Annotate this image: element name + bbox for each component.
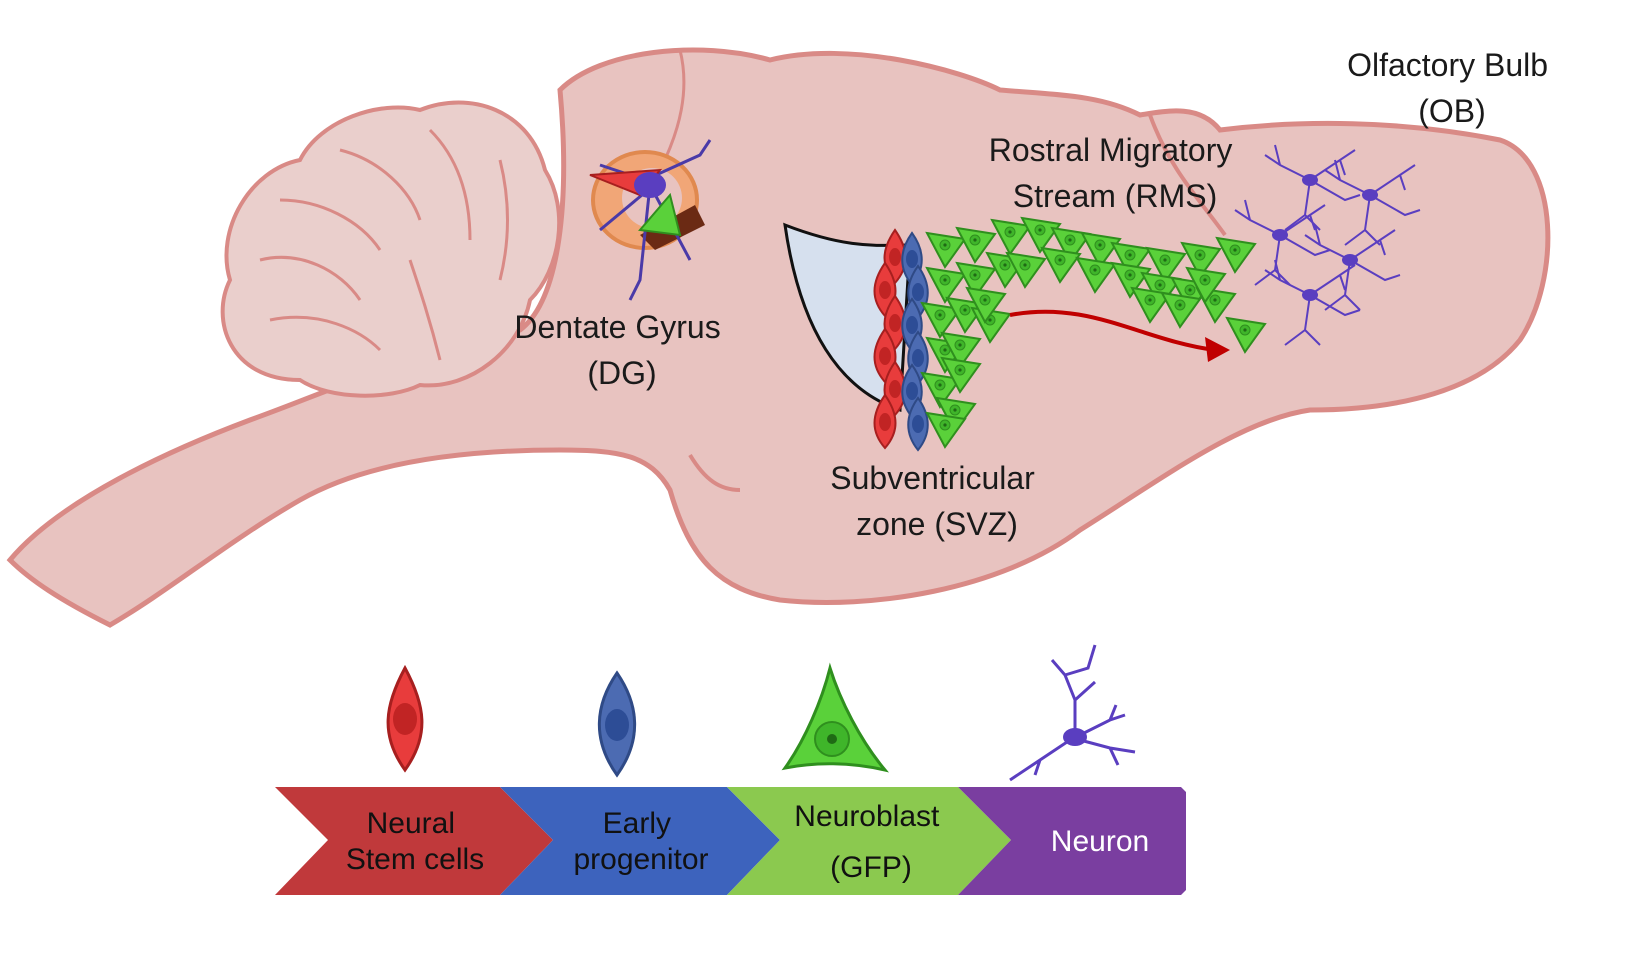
rms-neuroblast-dot [988,318,992,322]
rms-neuroblast-dot [958,343,962,347]
svz-progenitor-nucleus [906,382,918,400]
olfactory-bulb-label: Olfactory Bulb (OB) [1347,47,1557,129]
rms-neuroblast-stream [920,216,1267,449]
rms-neuroblast-dot [1148,298,1152,302]
olfactory-bulb-line-1: Olfactory Bulb [1347,47,1548,83]
svz-line-2: zone (SVZ) [856,506,1018,542]
dorsal-notch [1148,114,1227,237]
stage-1-label: Neural Stem cells [346,807,484,876]
rms-neuroblast-dot [943,278,947,282]
svz-progenitor-nucleus [912,349,924,367]
svz-stem-cell-nucleus [889,248,901,266]
neuroblast-cell-icon [781,662,889,773]
olfactory-bulb-neurons [1234,144,1421,346]
brain-outline [6,47,1551,628]
rms-neuroblast-dot [943,243,947,247]
stage-3-line-1: Neuroblast [794,800,940,833]
rms-neuroblast-dot [983,298,987,302]
svz-stem-cell-nucleus [879,347,891,365]
rms-line-2: Stream (RMS) [1013,178,1217,214]
rms-neuroblast-dot [1158,283,1162,287]
ob-neuron-soma [1302,289,1318,301]
rms-neuroblast-dot [1213,298,1217,302]
rms-neuroblast-dot [1128,273,1132,277]
ob-neuron-dendrites [1234,199,1331,286]
rms-neuroblast-dot [1163,258,1167,262]
dentate-gyrus-cells [589,139,712,301]
neuron-cell-icon [1009,644,1136,782]
rms-neuroblast-dot [938,383,942,387]
rms-neuroblast-dot [973,273,977,277]
ob-neuron-soma [1272,229,1288,241]
stage-3-label: Neuroblast (GFP) [794,800,947,884]
ob-neuron-soma [1302,174,1318,186]
stage-3-line-2: (GFP) [830,851,912,884]
rms-neuroblast-dot [953,408,957,412]
rms-neuroblast-dot [1038,228,1042,232]
rms-neuroblast-dot [1128,253,1132,257]
svz-line-1: Subventricular [830,460,1035,496]
svz-label: Subventricular zone (SVZ) [830,460,1043,542]
svz-progenitor-nucleus [912,415,924,433]
rms-neuroblast-dot [1093,268,1097,272]
ob-neuron-dendrites [1324,159,1421,246]
stage-bar: Neural Stem cells Early progenitor Neuro… [275,787,1186,895]
migration-arrow [1009,309,1230,362]
rms-neuroblast-dot [1023,263,1027,267]
dentate-gyrus-label: Dentate Gyrus (DG) [514,309,729,391]
olfactory-bulb-line-2: (OB) [1418,93,1486,129]
cerebellum [220,100,562,398]
ob-neuron-dendrites [1304,224,1401,311]
stage-neuroblast: Neuroblast (GFP) [727,787,1011,895]
rms-neuroblast-dot [1243,328,1247,332]
svz-stem-cell-nucleus [879,413,891,431]
stage-early-progenitor: Early progenitor [500,787,780,895]
rms-neuroblast-dot [943,348,947,352]
rms-neuroblast-dot [1008,230,1012,234]
rms-neuroblast-dot [1003,263,1007,267]
svz-progenitor-nucleus [912,283,924,301]
svz-stem-cell-nucleus [889,380,901,398]
dentate-gyrus-line-2: (DG) [587,355,656,391]
rms-neuroblast-dot [1098,243,1102,247]
stage-4-line-1: Neuron [1051,825,1149,858]
svz-stem-cell-nucleus [889,314,901,332]
svz-cell-column [873,228,929,452]
ob-neuron-dendrites [1264,259,1361,346]
stage-1-line-2: Stem cells [346,843,484,876]
rms-neuroblast-dot [1058,258,1062,262]
stage-2-line-1: Early [603,807,671,840]
ob-neuron-soma [1362,189,1378,201]
ventral-notch [688,453,741,492]
rms-neuroblast-dot [938,313,942,317]
rms-neuroblast-dot [1068,238,1072,242]
rms-neuroblast-dot [1233,248,1237,252]
rms-neuroblast-dot [1188,288,1192,292]
progenitor-cell-icon [597,670,637,778]
stage-4-label: Neuron [1051,825,1149,858]
ob-neuron-dendrites [1264,144,1361,231]
stem-cell-icon [386,664,424,773]
ob-neuron-soma [1342,254,1358,266]
rms-neuroblast-dot [958,368,962,372]
svz-stem-cell-nucleus [879,281,891,299]
rms-line-1: Rostral Migratory [989,132,1233,168]
stage-1-line-1: Neural [367,807,455,840]
rms-neuroblast-dot [973,238,977,242]
rms-neuroblast-dot [1203,278,1207,282]
stage-2-line-2: progenitor [573,843,708,876]
rms-neuroblast-dot [963,308,967,312]
dentate-gyrus-line-1: Dentate Gyrus [514,309,720,345]
svz-progenitor-nucleus [906,250,918,268]
rms-neuroblast-dot [1198,253,1202,257]
stage-neuron: Neuron [958,787,1186,895]
rms-label: Rostral Migratory Stream (RMS) [989,132,1242,214]
stage-neural-stem-cells: Neural Stem cells [275,787,553,895]
svz-progenitor-nucleus [906,316,918,334]
rms-neuroblast-dot [1178,303,1182,307]
rms-neuroblast-dot [943,423,947,427]
stage-2-label: Early progenitor [573,807,708,876]
